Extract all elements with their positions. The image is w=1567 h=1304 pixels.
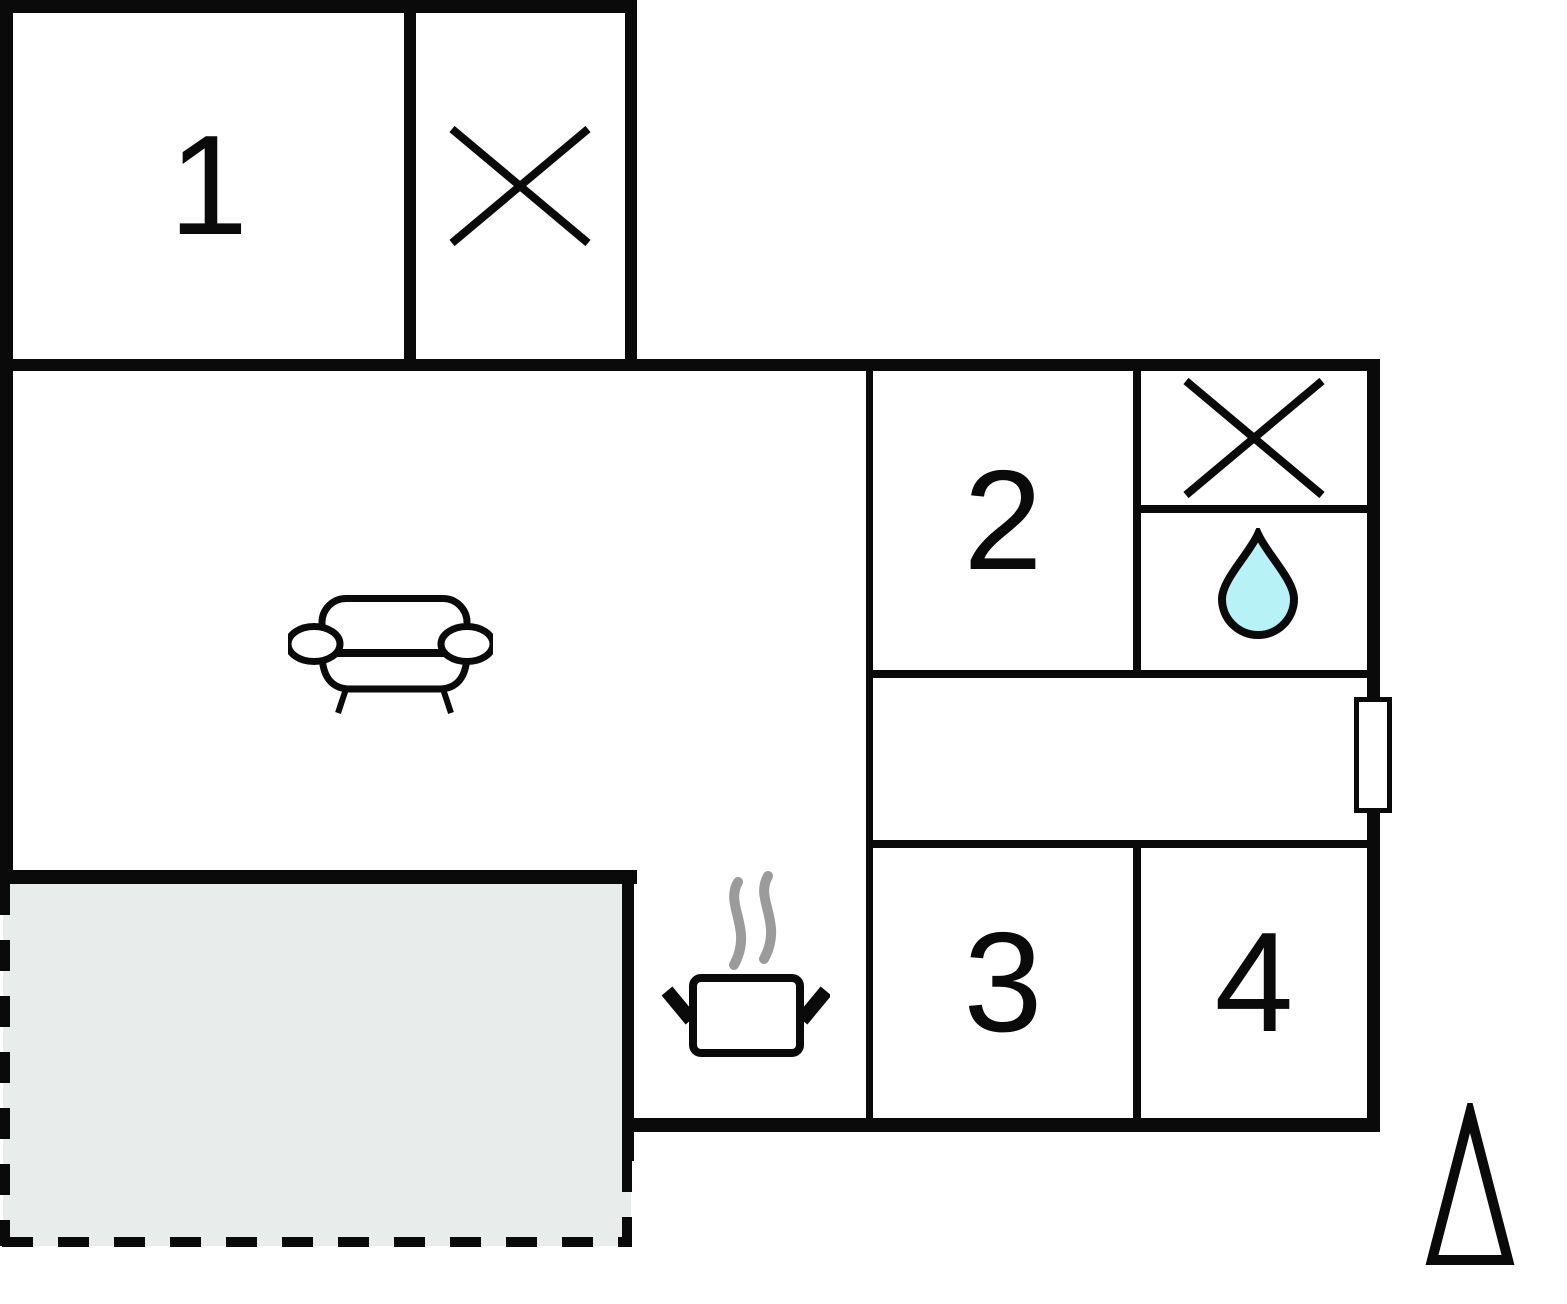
cross-line [1183, 377, 1325, 499]
wall-rooms-section-left [866, 371, 873, 1118]
sofa-icon [288, 595, 493, 714]
sofa-armrest-right [437, 623, 493, 665]
water-drop-shape [1217, 528, 1299, 639]
wall-bathroom-horizontal [1141, 505, 1367, 513]
water-drop-icon [1217, 528, 1299, 639]
wall-top-block-left [0, 0, 13, 371]
wall-top-block-top [0, 0, 637, 13]
wall-living-left [0, 371, 13, 872]
wall-main-horizontal [0, 359, 1380, 371]
room-1-label: 1 [169, 106, 248, 265]
pot-body [689, 974, 804, 1057]
pot-handle-right [796, 986, 830, 1025]
north-arrow-icon [1425, 1103, 1515, 1265]
sofa-body [318, 652, 471, 693]
sofa-leg-left [335, 688, 349, 714]
terrace-top-wall [0, 870, 637, 884]
wall-bottom-outer [621, 1118, 1380, 1132]
crossed-window-icon [1183, 377, 1325, 499]
wall-hallway-bottom [866, 840, 1367, 848]
pot-handle-left [661, 986, 697, 1025]
steam-line [759, 871, 777, 964]
cooking-pot-icon [661, 871, 830, 1057]
wall-bathroom-vertical [1133, 371, 1141, 678]
wall-hallway-top [866, 670, 1367, 678]
room-1: 1 [13, 13, 404, 359]
terrace-area [0, 870, 637, 1247]
room-2-label: 2 [963, 440, 1043, 600]
room-3-label: 3 [963, 903, 1043, 1062]
room-3: 3 [873, 848, 1133, 1118]
terrace-floor [3, 884, 631, 1246]
terrace-right-wall [622, 884, 634, 1161]
sofa-leg-right [440, 688, 454, 714]
north-arrow-shape [1425, 1103, 1515, 1265]
room-2: 2 [873, 371, 1133, 670]
sofa-armrest-left [288, 623, 344, 665]
steam-line [729, 877, 747, 970]
wall-room1-divider [404, 0, 416, 371]
cross-line [449, 125, 591, 247]
wall-top-block-right [625, 0, 637, 371]
wall-rooms34-divider [1133, 848, 1141, 1118]
crossed-window-icon [449, 125, 591, 247]
door-marker [1354, 697, 1392, 813]
room-4-label: 4 [1214, 903, 1294, 1062]
room-4: 4 [1141, 848, 1367, 1118]
